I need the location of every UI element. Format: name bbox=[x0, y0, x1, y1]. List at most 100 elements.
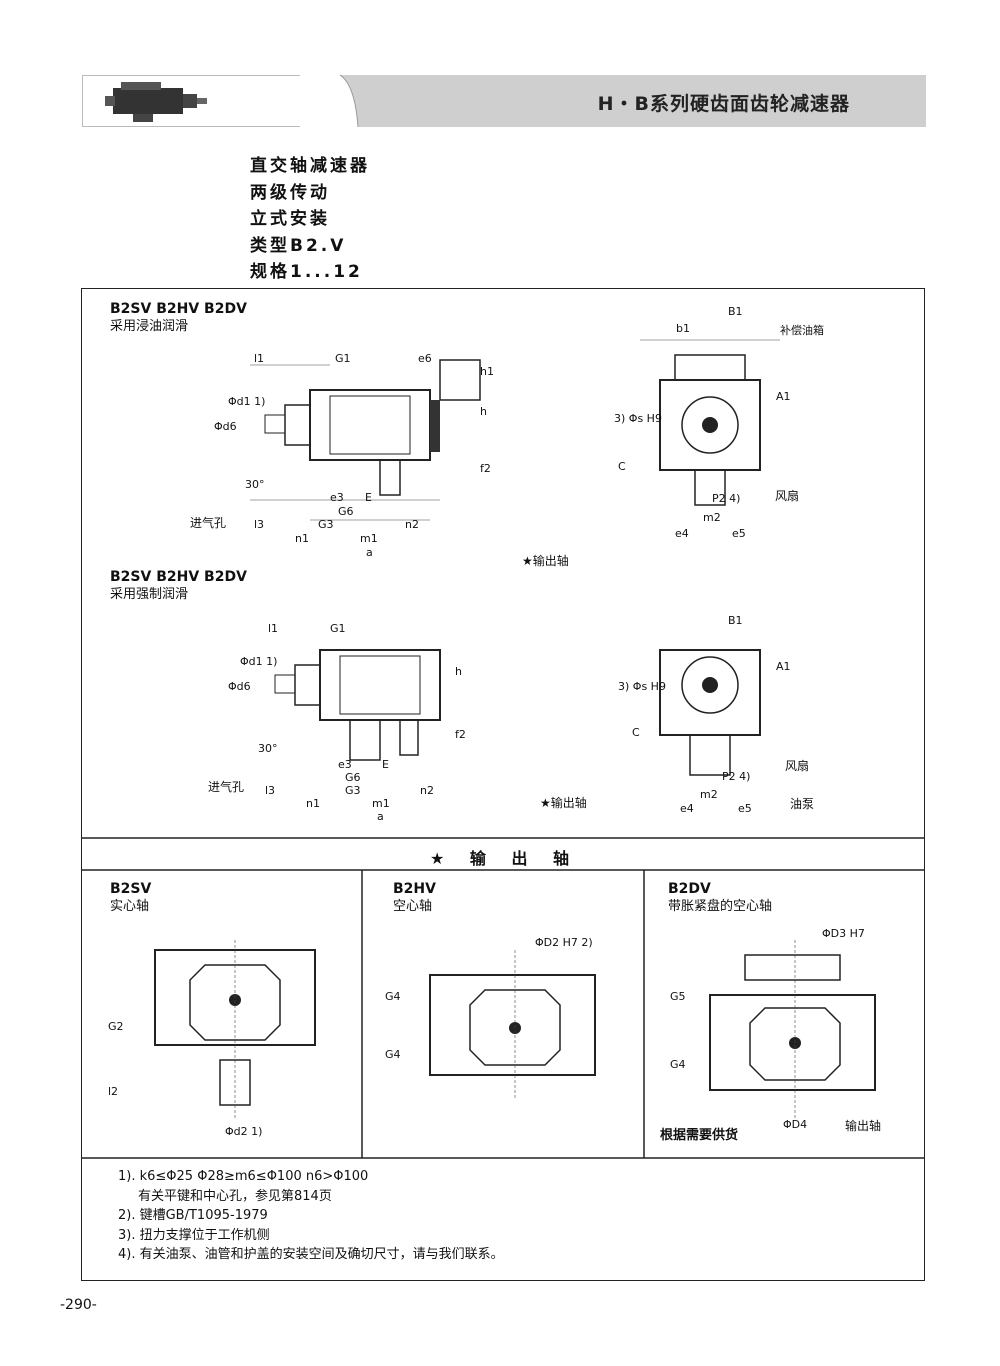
dim-m2: m2 bbox=[703, 511, 721, 524]
dim-s: 3) Φs H9 bbox=[618, 680, 666, 693]
output-code: B2HV bbox=[393, 881, 436, 897]
dim-D3: ΦD3 H7 bbox=[822, 927, 865, 940]
footnote: 有关平键和中心孔，参见第814页 bbox=[138, 1188, 332, 1204]
output-code: B2DV bbox=[668, 881, 711, 897]
dim-d6: Φd6 bbox=[214, 420, 237, 433]
section2-end-view bbox=[659, 649, 761, 776]
dim-f2: f2 bbox=[480, 462, 491, 475]
dim-G4b: G4 bbox=[385, 1048, 401, 1061]
dim-G3: G3 bbox=[318, 518, 334, 531]
gear-reducer-photo-icon bbox=[105, 82, 207, 122]
dim-e3: e3 bbox=[330, 491, 344, 504]
oil-pump-label: 油泵 bbox=[790, 797, 815, 811]
header-photo-panel bbox=[82, 75, 342, 127]
dim-d1: Φd1 1) bbox=[228, 395, 266, 408]
output-shaft-label: 输出轴 bbox=[845, 1119, 882, 1133]
dim-n2: n2 bbox=[405, 518, 419, 531]
dim-l1: l1 bbox=[254, 352, 265, 365]
dim-e4: e4 bbox=[680, 802, 694, 815]
dim-D2: ΦD2 H7 2) bbox=[535, 936, 593, 949]
dim-E: E bbox=[382, 758, 389, 771]
tank-label: 补偿油箱 bbox=[780, 324, 824, 337]
dim-l1: l1 bbox=[268, 622, 279, 635]
section1-title: B2SV B2HV B2DV bbox=[110, 301, 247, 317]
footnotes: 1). k6≤Φ25 Φ28≥m6≤Φ100 n6>Φ100 有关平键和中心孔，… bbox=[118, 1167, 504, 1265]
dim-d1: Φd1 1) bbox=[240, 655, 278, 668]
dim-e4: e4 bbox=[675, 527, 689, 540]
dim-l3: l3 bbox=[254, 518, 265, 531]
dim-G1: G1 bbox=[335, 352, 351, 365]
dim-n1: n1 bbox=[306, 797, 320, 810]
dim-e5: e5 bbox=[738, 802, 752, 815]
output-shaft-label: ★输出轴 bbox=[522, 554, 569, 568]
output-shaft-label: ★输出轴 bbox=[540, 796, 587, 810]
supply-note: 根据需要供货 bbox=[660, 1128, 739, 1143]
output-b2dv-heading: B2DV 带胀紧盘的空心轴 bbox=[668, 880, 772, 916]
dim-l2: l2 bbox=[108, 1085, 119, 1098]
dim-D4: ΦD4 bbox=[783, 1118, 808, 1131]
footnote: 4). 有关油泵、油管和护盖的安装空间及确切尺寸，请与我们联系。 bbox=[118, 1247, 504, 1262]
dim-h: h bbox=[480, 405, 487, 418]
output-b2hv-heading: B2HV 空心轴 bbox=[393, 880, 436, 916]
dim-h1: h1 bbox=[480, 365, 494, 378]
page-title: H・B系列硬齿面齿轮减速器 bbox=[597, 93, 850, 115]
dim-G1: G1 bbox=[330, 622, 346, 635]
section2-subtitle: 采用强制润滑 bbox=[110, 587, 189, 602]
output-b2sv-drawing bbox=[154, 940, 316, 1120]
footnote: 2). 键槽GB/T1095-1979 bbox=[118, 1208, 268, 1223]
dim-f2: f2 bbox=[455, 728, 466, 741]
dim-e3: e3 bbox=[338, 758, 352, 771]
output-desc: 实心轴 bbox=[110, 899, 150, 914]
dim-h: h bbox=[455, 665, 462, 678]
dim-a: a bbox=[377, 810, 384, 823]
dim-P2: P2 4) bbox=[722, 770, 751, 783]
section1-end-view bbox=[640, 339, 780, 506]
dim-a: a bbox=[366, 546, 373, 559]
product-line: 两级传动 bbox=[250, 182, 330, 203]
page-number: -290- bbox=[60, 1297, 97, 1313]
section2-title: B2SV B2HV B2DV bbox=[110, 569, 247, 585]
dim-angle: 30° bbox=[258, 742, 278, 755]
dim-m1: m1 bbox=[372, 797, 390, 810]
output-desc: 带胀紧盘的空心轴 bbox=[668, 899, 773, 914]
dim-G3: G3 bbox=[345, 784, 361, 797]
dim-P2: P2 4) bbox=[712, 492, 741, 505]
footnote: 1). k6≤Φ25 Φ28≥m6≤Φ100 n6>Φ100 bbox=[118, 1169, 369, 1184]
dim-A1: A1 bbox=[776, 390, 791, 403]
section2-heading: B2SV B2HV B2DV 采用强制润滑 bbox=[110, 568, 247, 604]
product-line: 直交轴减速器 bbox=[250, 156, 370, 176]
section1-heading: B2SV B2HV B2DV 采用浸油润滑 bbox=[110, 300, 247, 336]
fan-label: 风扇 bbox=[785, 759, 810, 773]
drawing-frame bbox=[81, 288, 925, 1281]
header-curve bbox=[300, 74, 359, 128]
dim-G6: G6 bbox=[345, 771, 361, 784]
dim-e6: e6 bbox=[418, 352, 432, 365]
dim-G4: G4 bbox=[670, 1058, 686, 1071]
section2-side-view bbox=[274, 649, 441, 761]
output-code: B2SV bbox=[110, 881, 152, 897]
dim-G4a: G4 bbox=[385, 990, 401, 1003]
dim-d6: Φd6 bbox=[228, 680, 251, 693]
dim-m2: m2 bbox=[700, 788, 718, 801]
dim-e5: e5 bbox=[732, 527, 746, 540]
dim-b1: b1 bbox=[676, 322, 690, 335]
fan-label: 风扇 bbox=[775, 489, 800, 503]
product-line: 立式安装 bbox=[250, 209, 330, 229]
product-line: 规格1...12 bbox=[250, 262, 363, 282]
footnote: 3). 扭力支撑位于工作机侧 bbox=[118, 1227, 270, 1243]
dim-d2: Φd2 1) bbox=[225, 1125, 263, 1138]
section1-subtitle: 采用浸油润滑 bbox=[110, 319, 189, 334]
dim-E: E bbox=[365, 491, 372, 504]
air-inlet-label: 进气孔 bbox=[190, 516, 227, 530]
dim-C: C bbox=[632, 726, 640, 739]
product-description: 直交轴减速器 两级传动 立式安装 类型B2.V 规格1...12 bbox=[250, 153, 370, 286]
product-line: 类型B2.V bbox=[250, 235, 347, 256]
section1-side-view bbox=[250, 359, 481, 521]
dim-m1: m1 bbox=[360, 532, 378, 545]
output-desc: 空心轴 bbox=[393, 899, 433, 914]
dim-G2: G2 bbox=[108, 1020, 124, 1033]
dim-s: 3) Φs H9 bbox=[614, 412, 662, 425]
dim-G5: G5 bbox=[670, 990, 686, 1003]
dim-A1: A1 bbox=[776, 660, 791, 673]
